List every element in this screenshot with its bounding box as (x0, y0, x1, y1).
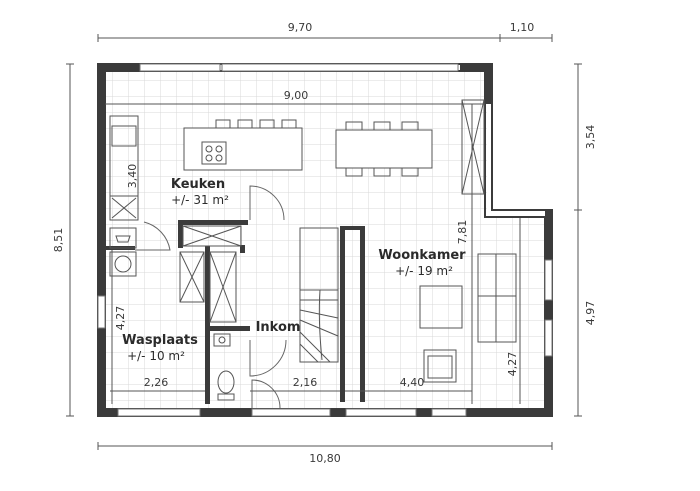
dining-table (335, 121, 433, 177)
room-entrance-name: Inkom (256, 320, 301, 335)
dim-living-lower-height: 4,27 (506, 352, 519, 377)
doors (135, 185, 287, 409)
room-living-area: +/- 19 m² (395, 264, 453, 278)
dim-inner-top: 9,00 (284, 89, 309, 102)
dim-laundry-width: 2,26 (144, 376, 169, 389)
room-kitchen-area: +/- 31 m² (171, 193, 229, 207)
toilet-room (213, 333, 235, 401)
kitchen-counter (109, 115, 139, 221)
dim-living-height: 7,81 (456, 220, 469, 245)
living-furniture (419, 253, 517, 383)
laundry-appliances (109, 227, 137, 277)
dim-laundry-height: 4,27 (114, 306, 127, 331)
staircase (299, 227, 339, 363)
dim-right-lower: 4,97 (584, 301, 597, 326)
windows (97, 63, 553, 417)
kitchen-island (183, 119, 303, 171)
dim-bottom-total: 10,80 (309, 452, 341, 465)
wall-infill (98, 64, 552, 416)
dim-left-total: 8,51 (52, 228, 65, 253)
dim-living-width: 4,40 (400, 376, 425, 389)
dim-entrance-width: 2,16 (293, 376, 318, 389)
room-kitchen-name: Keuken (171, 177, 225, 192)
room-living-name: Woonkamer (378, 248, 466, 263)
dim-top-side: 1,10 (510, 21, 535, 34)
dim-top-main: 9,70 (288, 21, 313, 34)
dim-kitchen-height: 3,40 (126, 164, 139, 189)
storage-units (179, 225, 242, 323)
dim-right-upper: 3,54 (584, 125, 597, 150)
dimension-lines (66, 34, 582, 450)
room-laundry-area: +/- 10 m² (127, 349, 185, 363)
cabinet-right (461, 99, 485, 195)
room-laundry-name: Wasplaats (122, 333, 198, 348)
